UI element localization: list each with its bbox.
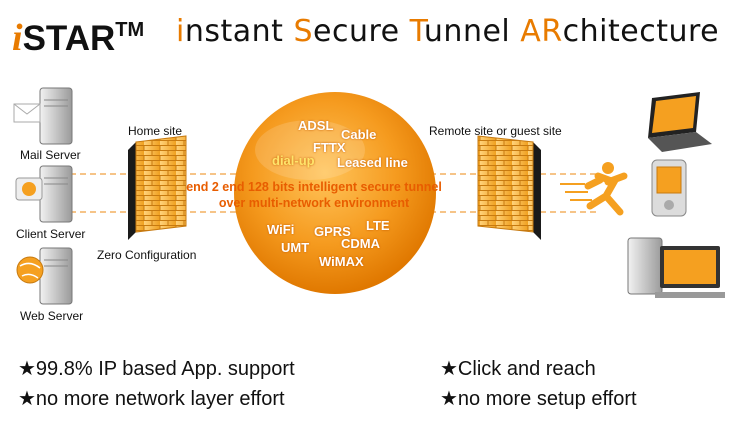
bullet-network-layer: ★no more network layer effort bbox=[18, 388, 285, 410]
subtitle-part: S bbox=[293, 14, 313, 49]
network-cdma: CDMA bbox=[341, 236, 380, 251]
network-fttx: FTTX bbox=[313, 140, 346, 155]
remote-site-label: Remote site or guest site bbox=[429, 124, 562, 138]
tunnel-text-line2: over multi-network environment bbox=[218, 196, 410, 210]
zero-configuration-label: Zero Configuration bbox=[97, 248, 197, 262]
subtitle-part: i bbox=[176, 14, 185, 49]
brand-title: iSTARTM bbox=[12, 8, 144, 61]
home-site-label: Home site bbox=[128, 124, 183, 138]
bullet-ip-support: ★99.8% IP based App. support bbox=[18, 358, 295, 380]
client-server-label: Client Server bbox=[16, 227, 86, 241]
brand-subtitle: instant Secure Tunnel ARchitecture bbox=[176, 10, 719, 54]
client-server-icon bbox=[15, 165, 73, 223]
web-server-icon bbox=[16, 247, 73, 305]
network-lte: LTE bbox=[366, 218, 390, 233]
mail-server-label: Mail Server bbox=[20, 148, 81, 162]
desktop-icon bbox=[627, 237, 725, 298]
brand-i: i bbox=[12, 17, 23, 59]
network-gprs: GPRS bbox=[314, 224, 351, 239]
web-server-label: Web Server bbox=[20, 309, 84, 323]
bullet-setup-effort: ★no more setup effort bbox=[440, 388, 637, 410]
subtitle-part: nstant bbox=[184, 14, 294, 49]
network-adsl: ADSL bbox=[298, 118, 334, 133]
tunnel-text-line1: end 2 end 128 bits intelligent secure tu… bbox=[186, 180, 442, 194]
subtitle-part: AR bbox=[520, 14, 563, 49]
network-umt: UMT bbox=[281, 240, 310, 255]
network-cable: Cable bbox=[341, 127, 377, 142]
subtitle-part: unnel bbox=[423, 14, 521, 49]
network-wifi: WiFi bbox=[267, 222, 295, 237]
network-dialup: dial-up bbox=[272, 153, 315, 168]
subtitle-part: chitecture bbox=[562, 14, 720, 49]
brand-tm: TM bbox=[115, 19, 145, 41]
running-person-icon bbox=[560, 162, 628, 216]
subtitle-part: T bbox=[409, 14, 424, 49]
network-wimax: WiMAX bbox=[319, 254, 364, 269]
mail-server-icon bbox=[13, 87, 73, 145]
subtitle-part: ecure bbox=[313, 14, 410, 49]
home-firewall-icon bbox=[128, 135, 187, 240]
remote-firewall-icon bbox=[477, 135, 541, 240]
laptop-icon bbox=[648, 92, 712, 152]
network-sphere bbox=[234, 92, 436, 294]
bullet-click-reach: ★Click and reach bbox=[440, 358, 596, 380]
pda-icon bbox=[651, 159, 687, 217]
network-leased-line: Leased line bbox=[337, 155, 408, 170]
brand-star: STAR bbox=[22, 19, 116, 58]
